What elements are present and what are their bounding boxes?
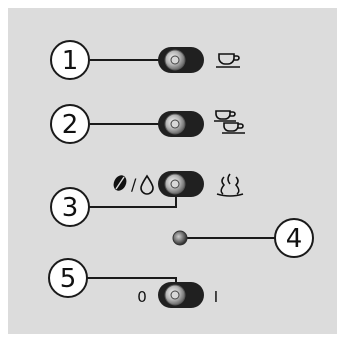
row-5: 0 I	[86, 277, 218, 308]
power-off-label: 0	[137, 288, 147, 306]
callout-2-number: 2	[62, 110, 79, 140]
power-on-label: I	[214, 288, 218, 306]
callout-4-number: 4	[286, 224, 303, 254]
selector-button[interactable]	[158, 171, 204, 197]
callout-1: 1	[50, 40, 90, 80]
double-cup-button[interactable]	[158, 111, 204, 137]
callout-3: 3	[50, 187, 90, 227]
callout-3-number: 3	[62, 193, 79, 223]
coffee-bean-icon	[113, 175, 127, 191]
row-3: /	[86, 171, 244, 208]
callout-5-number: 5	[60, 264, 77, 294]
selector-separator-label: /	[131, 175, 137, 194]
double-cup-icon	[214, 110, 245, 134]
row-1	[90, 47, 240, 73]
callout-1-number: 1	[62, 46, 79, 76]
callout-4: 4	[274, 218, 314, 258]
indicator-light	[172, 230, 188, 246]
single-cup-button[interactable]	[158, 47, 204, 73]
steam-icon	[216, 173, 244, 197]
single-cup-icon	[216, 53, 240, 68]
row-2	[90, 110, 245, 137]
power-switch[interactable]	[158, 282, 204, 308]
callout-5: 5	[48, 258, 88, 298]
callout-2: 2	[50, 104, 90, 144]
water-drop-icon	[140, 174, 154, 195]
row-4	[172, 230, 276, 246]
